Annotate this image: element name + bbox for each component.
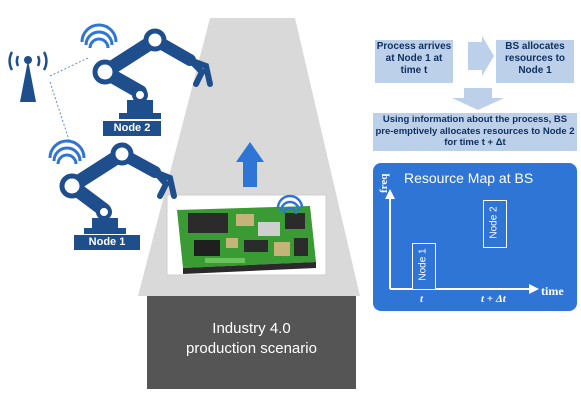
board-wifi-icon	[276, 194, 304, 215]
link-node1	[49, 81, 71, 144]
resource-map-panel	[373, 163, 577, 311]
scenario-label: Industry 4.0 production scenario	[147, 319, 356, 359]
bs-allocates-text: BS allocates resources to Node 1	[504, 41, 566, 76]
antenna-icon	[8, 51, 48, 102]
scenario-line2: production scenario	[186, 340, 317, 357]
robot-node2-icon	[80, 23, 213, 119]
process-arrives-box: Process arrives at Node 1 at time t	[375, 40, 453, 83]
bs-allocates-box: BS allocates resources to Node 1	[496, 40, 574, 83]
preemptive-allocation-text: Using information about the process, BS …	[375, 114, 575, 148]
node2-label: Node 2	[103, 121, 161, 136]
link-node2	[49, 57, 89, 77]
up-arrow-icon	[236, 142, 264, 187]
circuit-board-icon	[177, 206, 316, 274]
process-arrives-text: Process arrives at Node 1 at time t	[376, 41, 452, 76]
node1-resource-block	[412, 243, 436, 290]
node1-label: Node 1	[74, 235, 140, 250]
preemptive-allocation-banner: Using information about the process, BS …	[373, 113, 577, 151]
x-axis-arrow-icon	[529, 284, 539, 294]
node2-resource-block	[483, 200, 507, 248]
time-axis-label: time	[541, 284, 564, 298]
node2-block-label: Node 2	[488, 206, 500, 239]
scenario-base	[147, 296, 356, 389]
node1-block-label: Node 1	[417, 248, 429, 281]
down-arrow-icon	[452, 88, 504, 110]
robot-node1-icon	[48, 139, 177, 234]
resource-map-title: Resource Map at BS	[404, 170, 534, 186]
tick-t-delta-label: t + Δt	[481, 293, 506, 305]
y-axis-arrow-icon	[385, 189, 395, 199]
tick-t-label: t	[420, 293, 424, 305]
right-arrow-icon	[468, 36, 494, 76]
scenario-line1: Industry 4.0	[212, 320, 291, 337]
